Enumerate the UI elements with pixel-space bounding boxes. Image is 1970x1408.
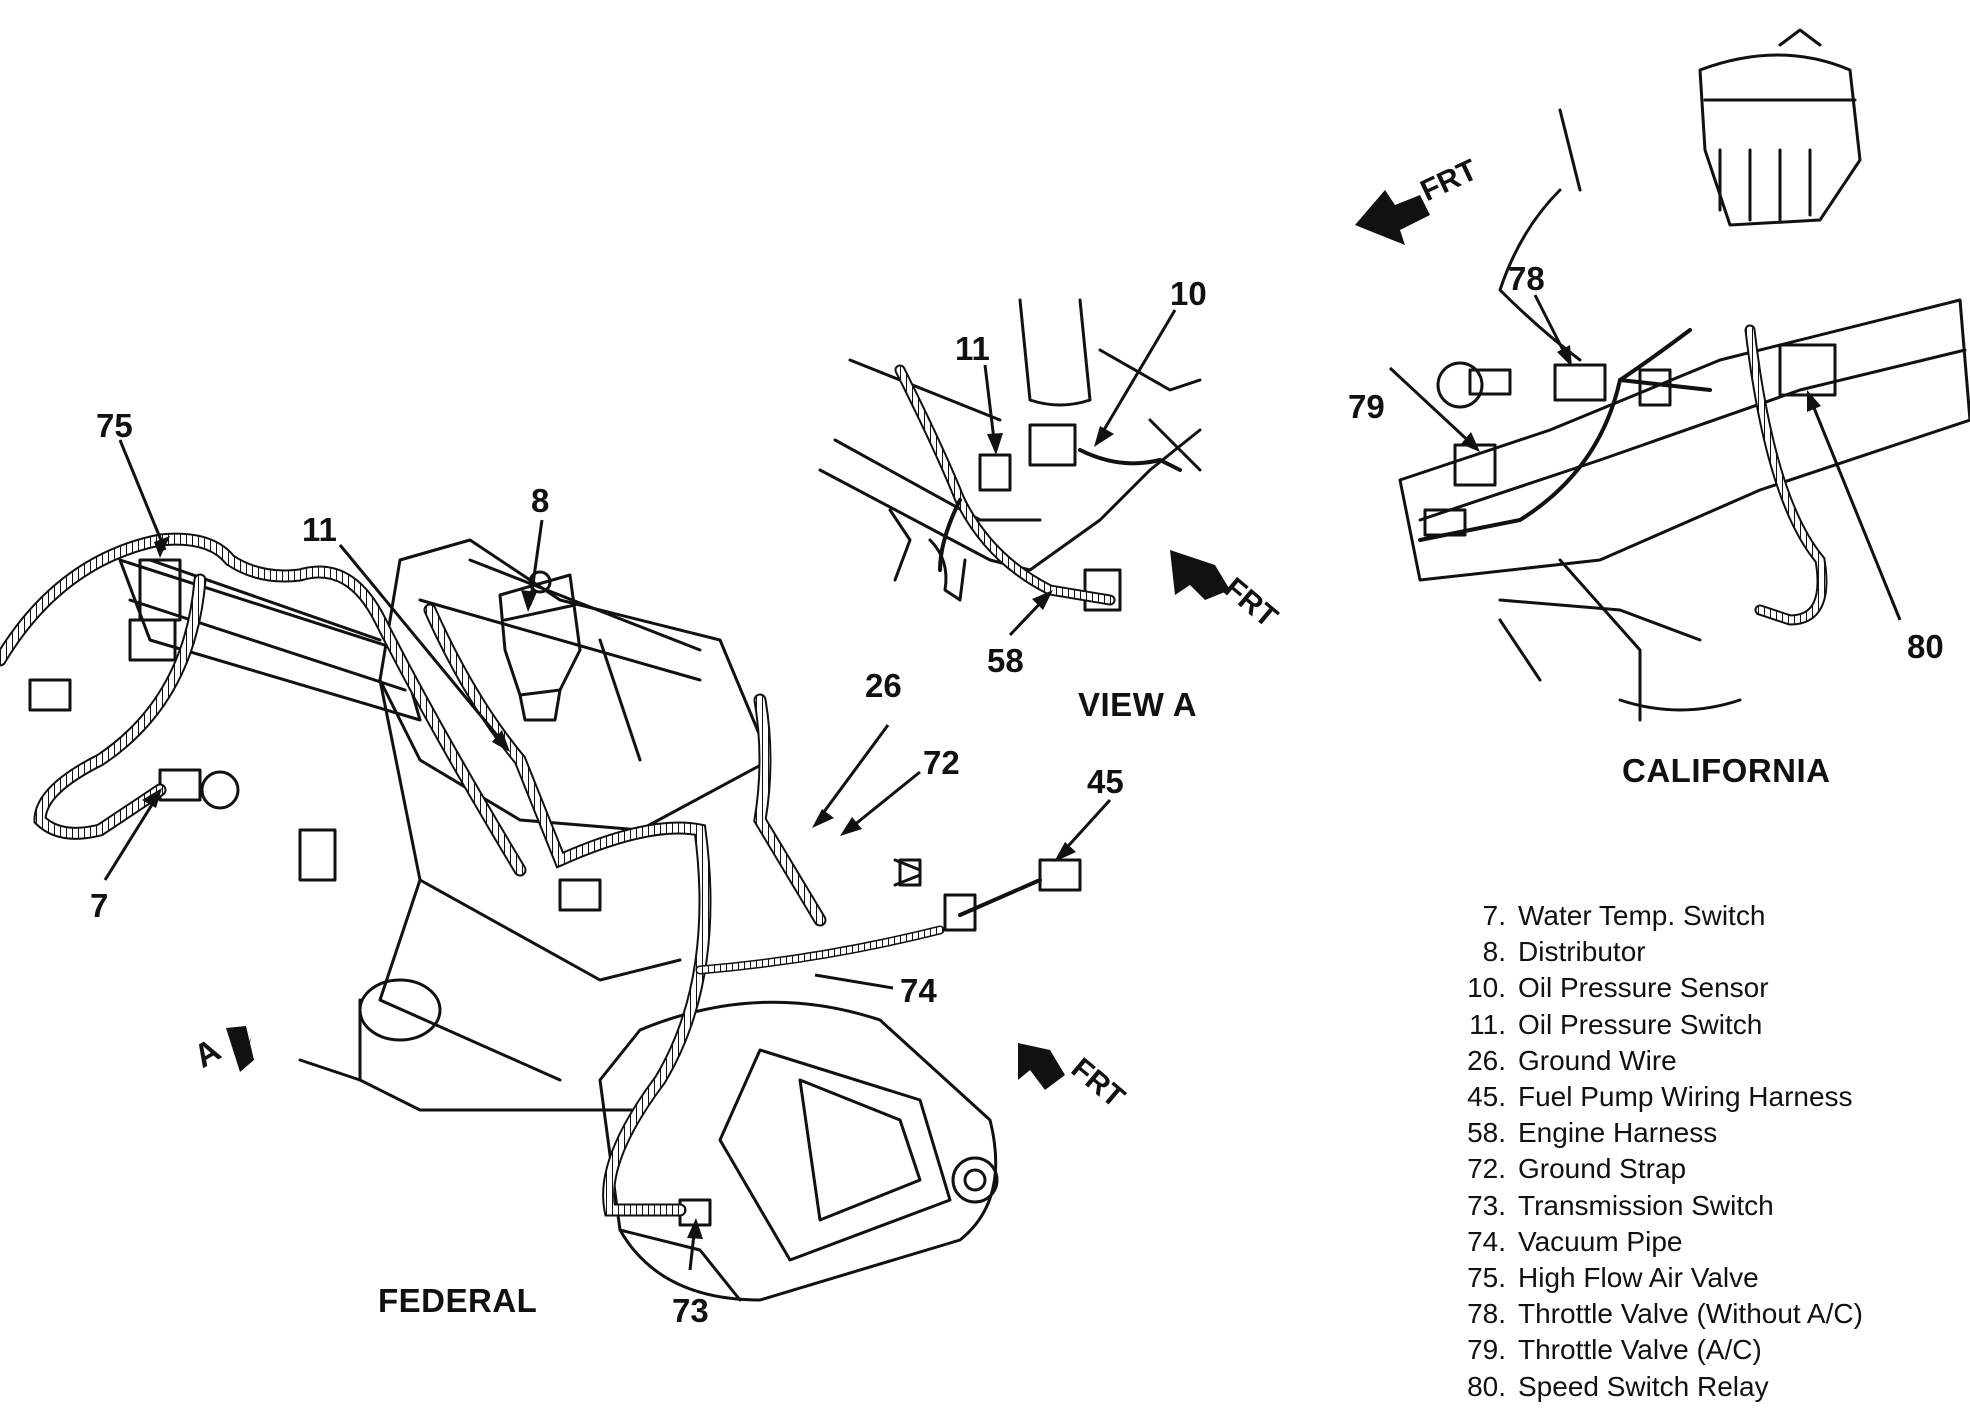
legend-label: Speed Switch Relay — [1518, 1370, 1769, 1402]
direction-arrows — [226, 190, 1430, 1090]
legend-number: 74. — [1467, 1225, 1506, 1257]
legend-label: Throttle Valve (Without A/C) — [1518, 1298, 1863, 1330]
front-label-view-a: FRT — [1218, 571, 1284, 634]
legend-label: High Flow Air Valve — [1518, 1262, 1759, 1294]
federal-wiring-harness — [0, 532, 1042, 1217]
callout-45: 45 — [1087, 763, 1124, 800]
callout-79: 79 — [1348, 388, 1385, 425]
caption-california: CALIFORNIA — [1622, 752, 1830, 789]
legend-label: Ground Strap — [1518, 1153, 1687, 1185]
parts-legend: 7. Water Temp. Switch 8. Distributor 10. Oil … — [1440, 898, 1960, 1405]
legend-item: 45. Fuel Pump Wiring Harness — [1440, 1079, 1960, 1115]
legend-number: 58. — [1467, 1117, 1506, 1149]
legend-item: 74. Vacuum Pipe — [1440, 1224, 1960, 1260]
legend-number: 80. — [1467, 1370, 1506, 1402]
legend-item: 78. Throttle Valve (Without A/C) — [1440, 1296, 1960, 1332]
callout-7: 7 — [90, 887, 108, 924]
caption-federal: FEDERAL — [378, 1282, 537, 1319]
callout-73: 73 — [672, 1292, 709, 1329]
callout-11: 11 — [302, 511, 337, 548]
legend-item: 72. Ground Strap — [1440, 1151, 1960, 1187]
legend-number: 72. — [1467, 1153, 1506, 1185]
callout-75: 75 — [96, 407, 133, 444]
legend-item: 80. Speed Switch Relay — [1440, 1369, 1960, 1405]
legend-item: 11. Oil Pressure Switch — [1440, 1007, 1960, 1043]
legend-number: 75. — [1467, 1262, 1506, 1294]
legend-label: Oil Pressure Switch — [1518, 1008, 1763, 1040]
callout-74: 74 — [900, 972, 937, 1009]
legend-number: 10. — [1467, 972, 1506, 1004]
front-label-main: FRT — [1065, 1052, 1131, 1115]
view-a-marker: A — [187, 1031, 226, 1075]
legend-label: Ground Wire — [1518, 1044, 1677, 1076]
legend-number: 11. — [1469, 1008, 1506, 1040]
callout-80: 80 — [1907, 628, 1944, 665]
california-harness — [1418, 324, 1828, 626]
legend-item: 79. Throttle Valve (A/C) — [1440, 1332, 1960, 1368]
legend-number: 7. — [1482, 900, 1506, 931]
legend-label: Distributor — [1518, 936, 1646, 968]
callout-58: 58 — [987, 642, 1024, 679]
legend-label: Transmission Switch — [1518, 1189, 1774, 1221]
legend-item: 58. Engine Harness — [1440, 1115, 1960, 1151]
legend-label: Fuel Pump Wiring Harness — [1518, 1081, 1853, 1113]
legend-label: Throttle Valve (A/C) — [1518, 1334, 1762, 1366]
legend-number: 26. — [1467, 1044, 1506, 1076]
legend-item: 73. Transmission Switch — [1440, 1188, 1960, 1224]
legend-number: 78. — [1467, 1298, 1506, 1330]
legend-number: 79. — [1467, 1334, 1506, 1366]
california-leader-lines — [1388, 294, 1902, 621]
callout-8: 8 — [531, 482, 549, 519]
legend-item: 26. Ground Wire — [1440, 1043, 1960, 1079]
legend-item: 75. High Flow Air Valve — [1440, 1260, 1960, 1296]
callout-10: 10 — [1170, 275, 1207, 312]
legend-label: Water Temp. Switch — [1518, 900, 1766, 931]
california-engine-drawing — [1398, 28, 1970, 722]
federal-leader-lines — [103, 439, 1112, 1271]
callout-78: 78 — [1508, 260, 1545, 297]
view-a-leader-lines — [983, 309, 1177, 637]
legend-item: 8. Distributor — [1440, 934, 1960, 970]
front-label-california: FRT — [1416, 153, 1483, 208]
callout-26: 26 — [865, 667, 902, 704]
callout-72: 72 — [923, 744, 960, 781]
callout-11-view-a: 11 — [955, 330, 990, 367]
view-a-harness — [894, 364, 1182, 606]
legend-label: Oil Pressure Sensor — [1518, 972, 1769, 1004]
legend-item: 10. Oil Pressure Sensor — [1440, 970, 1960, 1006]
legend-number: 73. — [1467, 1189, 1506, 1221]
legend-item: 7. Water Temp. Switch — [1440, 898, 1960, 934]
legend-label: Engine Harness — [1518, 1117, 1718, 1149]
legend-label: Vacuum Pipe — [1518, 1225, 1683, 1257]
caption-view-a: VIEW A — [1078, 686, 1197, 723]
legend-number: 45. — [1467, 1081, 1506, 1113]
legend-number: 8. — [1482, 936, 1506, 968]
view-a-drawing — [818, 298, 1202, 612]
